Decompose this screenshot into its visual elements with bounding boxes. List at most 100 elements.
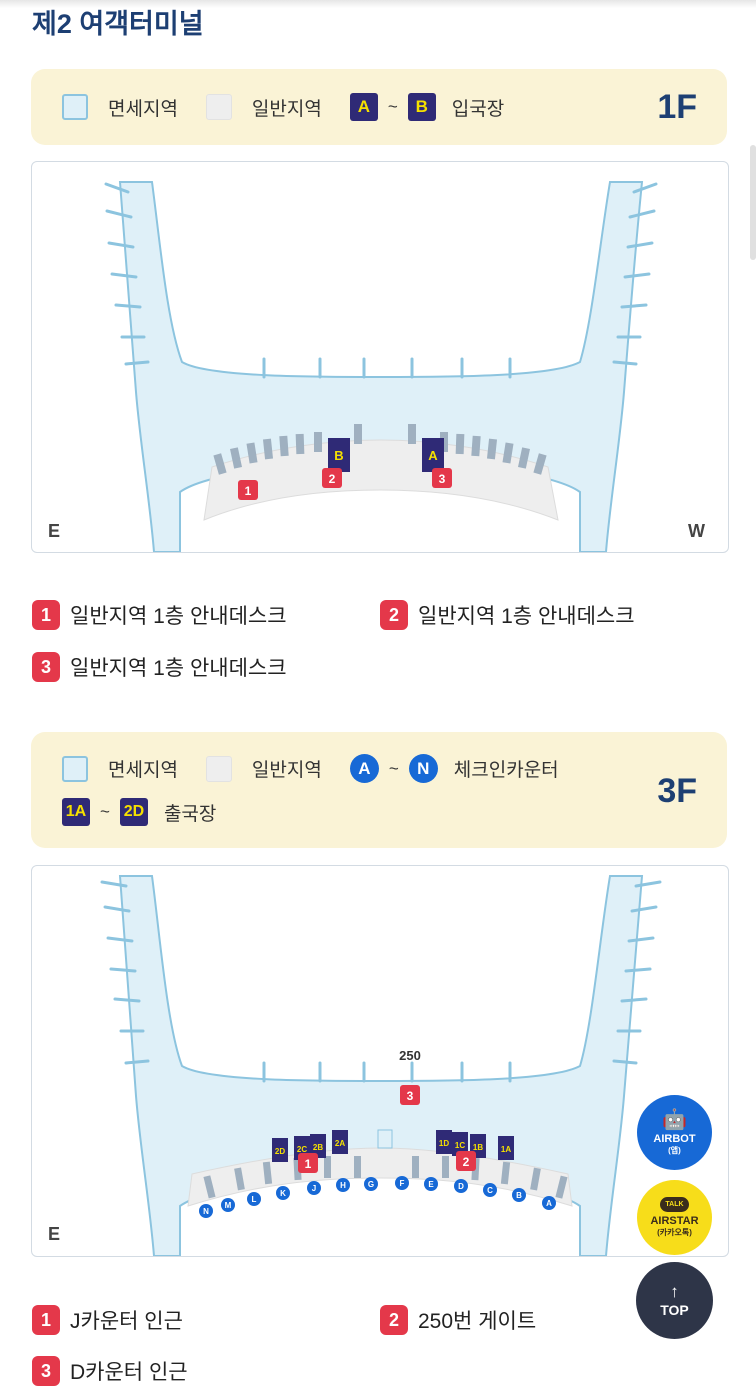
duty-free-label: 면세지역: [108, 98, 178, 120]
svg-text:2: 2: [463, 1155, 470, 1169]
tilde: ~: [387, 97, 398, 116]
duty-free-swatch: [62, 94, 88, 120]
map-1f-svg: B A 1 2 3 E W: [48, 181, 705, 552]
counter-h-marker[interactable]: H: [336, 1178, 350, 1192]
counter-n-badge: N: [408, 754, 438, 783]
counter-a-badge: A: [349, 754, 379, 783]
gate-a-badge: A: [349, 93, 378, 121]
airstar-button[interactable]: TALK AIRSTAR (카카오톡): [637, 1180, 712, 1255]
svg-text:B: B: [516, 1191, 522, 1200]
svg-text:N: N: [203, 1207, 209, 1216]
gate-2d-marker: 2D: [272, 1138, 288, 1162]
counter-n-marker[interactable]: N: [199, 1204, 213, 1218]
general-label: 일반지역: [251, 98, 322, 120]
airbot-sub: (앱): [668, 1145, 681, 1155]
desk-label: 250번 게이트: [418, 1310, 537, 1333]
desk-list-item-3f-1: 1 J카운터 인근: [32, 1305, 183, 1335]
counter-a-marker[interactable]: A: [542, 1196, 556, 1210]
svg-text:B: B: [334, 448, 343, 463]
legend-3f: 면세지역 일반지역 A ~ N 체크인카운터 1A ~ 2D 출국장 3F: [31, 732, 727, 848]
svg-text:1: 1: [305, 1157, 312, 1171]
counter-b-marker[interactable]: B: [512, 1188, 526, 1202]
general-label: 일반지역: [251, 760, 322, 781]
desk-1-marker[interactable]: 1: [298, 1153, 318, 1173]
legend-1f: 면세지역 일반지역 A ~ B 입국장 1F: [31, 69, 727, 145]
kakao-talk-icon: TALK: [660, 1197, 689, 1212]
svg-text:2A: 2A: [335, 1139, 345, 1148]
counter-j-marker[interactable]: J: [307, 1181, 321, 1195]
desk-1-marker[interactable]: 1: [238, 480, 258, 500]
east-label: E: [48, 521, 60, 541]
svg-text:H: H: [340, 1181, 346, 1190]
svg-text:2C: 2C: [297, 1145, 307, 1154]
general-swatch: [205, 755, 232, 782]
desk-number: 2: [380, 1305, 408, 1335]
desk-list-item-1f-2: 2 일반지역 1층 안내데스크: [380, 600, 635, 630]
desk-list-item-3f-2: 2 250번 게이트: [380, 1305, 536, 1335]
desk-label: J카운터 인근: [70, 1310, 183, 1333]
gate-1a-badge: 1A: [62, 798, 90, 826]
svg-text:F: F: [400, 1179, 405, 1188]
svg-text:1C: 1C: [455, 1141, 465, 1150]
gate-1c-marker: 1C: [452, 1132, 468, 1156]
svg-text:2D: 2D: [275, 1147, 285, 1156]
airbot-button[interactable]: 🤖 AIRBOT (앱): [637, 1095, 712, 1170]
svg-text:G: G: [368, 1180, 374, 1189]
desk-3-marker[interactable]: 3: [432, 468, 452, 488]
desk-number: 3: [32, 1356, 60, 1386]
svg-text:C: C: [487, 1186, 493, 1195]
gate-a-marker: A: [422, 438, 444, 472]
scrollbar[interactable]: [750, 145, 756, 260]
svg-text:E: E: [428, 1180, 434, 1189]
floor-1f-label: 1F: [657, 88, 697, 126]
top-shadow: [0, 0, 756, 8]
desk-number: 2: [380, 600, 408, 630]
counter-m-marker[interactable]: M: [221, 1198, 235, 1212]
desk-label: 일반지역 1층 안내데스크: [70, 657, 287, 680]
gate-b-badge: B: [407, 93, 436, 121]
general-swatch: [205, 94, 232, 120]
checkin-label: 체크인카운터: [453, 760, 559, 781]
desk-list-item-3f-3: 3 D카운터 인근: [32, 1356, 188, 1386]
desk-label: 일반지역 1층 안내데스크: [70, 605, 287, 628]
gate-2b-marker: 2B: [310, 1134, 326, 1158]
svg-text:2B: 2B: [313, 1143, 323, 1152]
svg-text:2: 2: [329, 472, 336, 486]
tilde: ~: [100, 802, 110, 821]
airstar-sub: (카카오톡): [657, 1228, 692, 1237]
gate-b-marker: B: [328, 438, 350, 472]
desk-2-marker[interactable]: 2: [456, 1151, 476, 1171]
counter-c-marker[interactable]: C: [483, 1183, 497, 1197]
robot-icon: 🤖: [662, 1108, 687, 1131]
gate-1a-marker: 1A: [498, 1136, 514, 1160]
svg-text:1A: 1A: [501, 1145, 511, 1154]
airbot-label: AIRBOT: [653, 1132, 696, 1145]
svg-text:1B: 1B: [473, 1143, 483, 1152]
duty-free-label: 면세지역: [108, 760, 178, 781]
desk-3-marker[interactable]: 3: [400, 1085, 420, 1105]
counters-3f: N M L K J H G F E D C B A: [199, 1176, 556, 1218]
duty-free-swatch: [62, 755, 88, 782]
svg-text:1: 1: [245, 484, 252, 498]
counter-g-marker[interactable]: G: [364, 1177, 378, 1191]
top-button[interactable]: ↑ TOP: [636, 1262, 713, 1339]
counter-f-marker[interactable]: F: [395, 1176, 409, 1190]
map-1f[interactable]: B A 1 2 3 E W: [31, 161, 729, 553]
svg-text:L: L: [252, 1195, 257, 1204]
entrance-label: 입국장: [451, 98, 505, 120]
counter-d-marker[interactable]: D: [454, 1179, 468, 1193]
desk-list-item-1f-1: 1 일반지역 1층 안내데스크: [32, 600, 287, 630]
gate-1d-marker: 1D: [436, 1130, 452, 1154]
svg-text:D: D: [458, 1182, 464, 1191]
svg-text:1D: 1D: [439, 1139, 449, 1148]
desk-label: 일반지역 1층 안내데스크: [418, 605, 635, 628]
svg-text:A: A: [546, 1199, 552, 1208]
counter-e-marker[interactable]: E: [424, 1177, 438, 1191]
svg-text:3: 3: [439, 472, 446, 486]
desk-2-marker[interactable]: 2: [322, 468, 342, 488]
counter-l-marker[interactable]: L: [247, 1192, 261, 1206]
counter-k-marker[interactable]: K: [276, 1186, 290, 1200]
gates-3f: 2D 2C 2B 2A 1D 1C 1B 1A: [272, 1130, 514, 1162]
desk-number: 1: [32, 600, 60, 630]
